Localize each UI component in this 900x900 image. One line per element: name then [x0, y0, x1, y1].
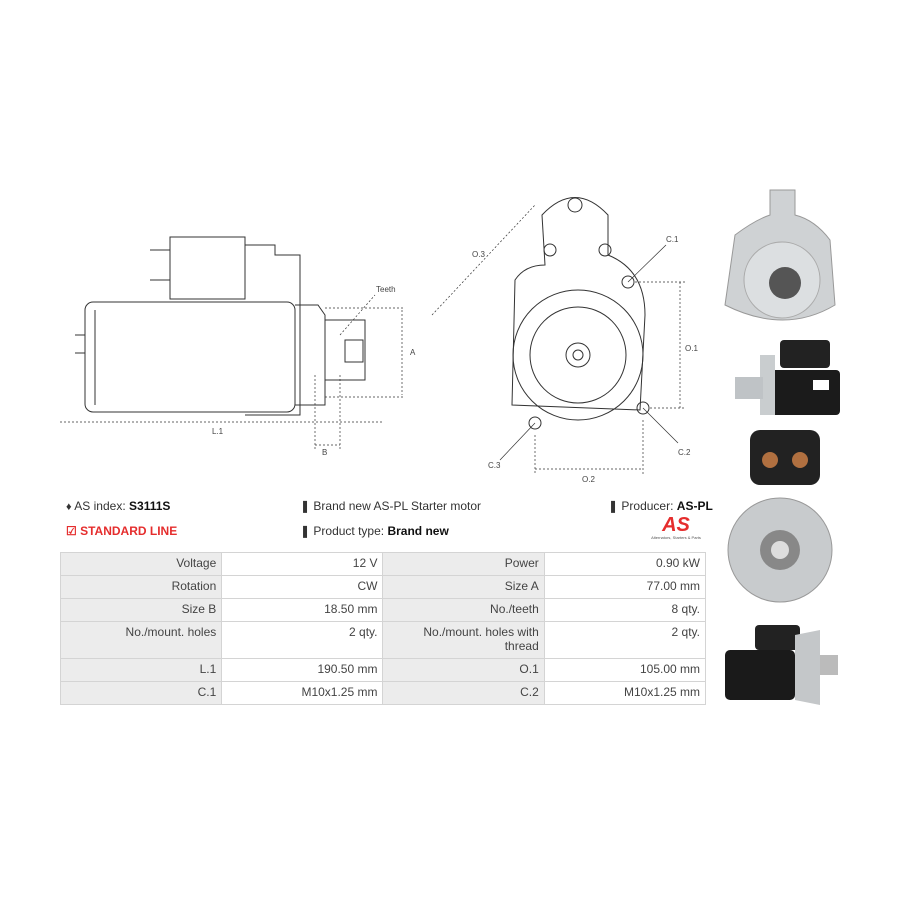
spec-label: C.2: [382, 681, 545, 705]
spec-value: 12 V: [221, 552, 384, 576]
info-icon: ❚: [300, 524, 311, 538]
spec-label: No./mount. holes with thread: [382, 621, 545, 659]
description: ❚ Brand new AS-PL Starter motor: [300, 499, 481, 513]
photo-side-view: [735, 340, 840, 415]
producer: ❚ Producer: AS-PL: [608, 499, 713, 513]
dimension-a-label: A: [410, 348, 416, 357]
spec-label: C.1: [59, 681, 223, 705]
info-icon: ❚: [608, 499, 619, 513]
spec-label: No./mount. holes: [59, 621, 223, 659]
spec-label: L.1: [59, 658, 223, 682]
spec-value: 0.90 kW: [543, 552, 707, 576]
product-type-label: Product type:: [313, 524, 385, 538]
dimension-o3-label: O.3: [472, 250, 485, 259]
standard-line-badge: ☑ STANDARD LINE: [66, 524, 177, 538]
product-photos: [724, 189, 840, 705]
spec-label: Power: [382, 552, 545, 576]
as-index: ♦ AS index: S3111S: [66, 499, 170, 513]
dimension-o2-label: O.2: [582, 475, 595, 484]
side-view-drawing: Teeth A B L.1: [60, 236, 416, 457]
spec-value: 190.50 mm: [221, 658, 384, 682]
as-index-value: S3111S: [129, 499, 171, 513]
dimension-c2-label: C.2: [678, 448, 691, 457]
dimension-b-label: B: [322, 448, 327, 457]
photo-rear-view: [727, 430, 833, 603]
spec-value: CW: [221, 575, 384, 599]
spec-value: 18.50 mm: [221, 598, 384, 622]
description-text: Brand new AS-PL Starter motor: [313, 499, 482, 513]
spec-value: 105.00 mm: [543, 658, 707, 682]
spec-value: M10x1.25 mm: [543, 681, 707, 705]
dimension-o1-label: O.1: [685, 344, 698, 353]
spec-label: O.1: [382, 658, 545, 682]
spec-label: Rotation: [59, 575, 223, 599]
spec-value: 2 qty.: [221, 621, 384, 659]
producer-label: Producer:: [621, 499, 674, 513]
dimension-c3-label: C.3: [488, 461, 501, 470]
info-icon: ❚: [300, 499, 311, 513]
spec-value: 77.00 mm: [543, 575, 707, 599]
dimension-c1-label: C.1: [666, 235, 679, 244]
spec-label: Size A: [382, 575, 545, 599]
tags-icon: ♦: [66, 501, 72, 513]
spec-label: Voltage: [59, 552, 223, 576]
product-type-value: Brand new: [387, 524, 449, 538]
logo-text: AS: [662, 514, 690, 536]
teeth-label: Teeth: [376, 285, 396, 294]
photo-front-flange: [724, 189, 836, 321]
spec-value: 2 qty.: [543, 621, 707, 659]
check-square-icon: ☑: [66, 524, 77, 538]
as-index-label: AS index:: [74, 499, 126, 513]
logo-tagline: Alternators, Starters & Parts: [651, 535, 701, 540]
as-pl-logo: AS Alternators, Starters & Parts: [645, 515, 707, 540]
spec-value: 8 qty.: [543, 598, 707, 622]
photo-angled-view: [725, 625, 838, 705]
front-view-drawing: O.3 C.1 O.1 C.2 O.2 C.3: [431, 197, 698, 484]
spec-label: No./teeth: [382, 598, 545, 622]
dimension-l1-label: L.1: [212, 427, 224, 436]
product-type: ❚ Product type: Brand new: [300, 524, 449, 538]
standard-line-label: STANDARD LINE: [80, 524, 178, 538]
spec-value: M10x1.25 mm: [221, 681, 384, 705]
producer-value: AS-PL: [676, 499, 713, 513]
spec-label: Size B: [59, 598, 223, 622]
